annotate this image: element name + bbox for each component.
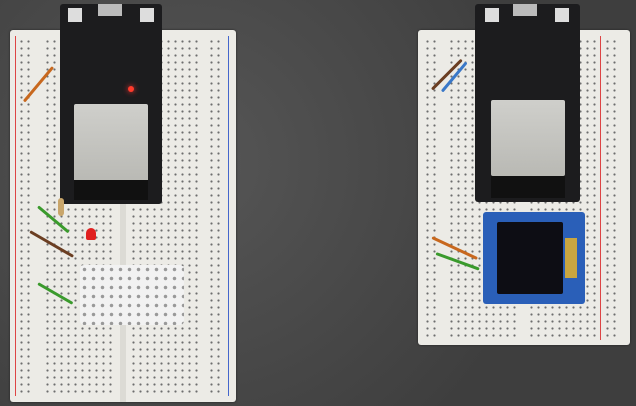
dht-sensor	[80, 265, 184, 325]
right-esp32-board	[475, 4, 580, 202]
oled-module	[483, 212, 585, 304]
red-led	[86, 228, 96, 240]
antenna	[491, 176, 565, 198]
boot-button	[68, 8, 82, 22]
usb-port	[513, 4, 537, 16]
en-button	[555, 8, 569, 22]
resistor	[58, 198, 64, 216]
rail-line	[15, 36, 16, 396]
antenna	[74, 180, 148, 200]
wroom-module	[74, 104, 148, 182]
oled-screen	[497, 222, 563, 294]
center-channel	[120, 30, 126, 402]
usb-port	[98, 4, 122, 16]
oled-ribbon	[565, 238, 577, 278]
rail-line	[600, 36, 601, 340]
left-rail-holes	[424, 38, 440, 338]
left-esp32-board	[60, 4, 162, 204]
boot-button	[485, 8, 499, 22]
wroom-module	[491, 100, 565, 176]
left-rail-holes	[18, 38, 34, 394]
en-button	[140, 8, 154, 22]
rail-line	[228, 36, 229, 396]
right-rail-holes	[208, 38, 224, 394]
power-led	[128, 86, 134, 92]
right-rail-holes	[604, 38, 620, 338]
